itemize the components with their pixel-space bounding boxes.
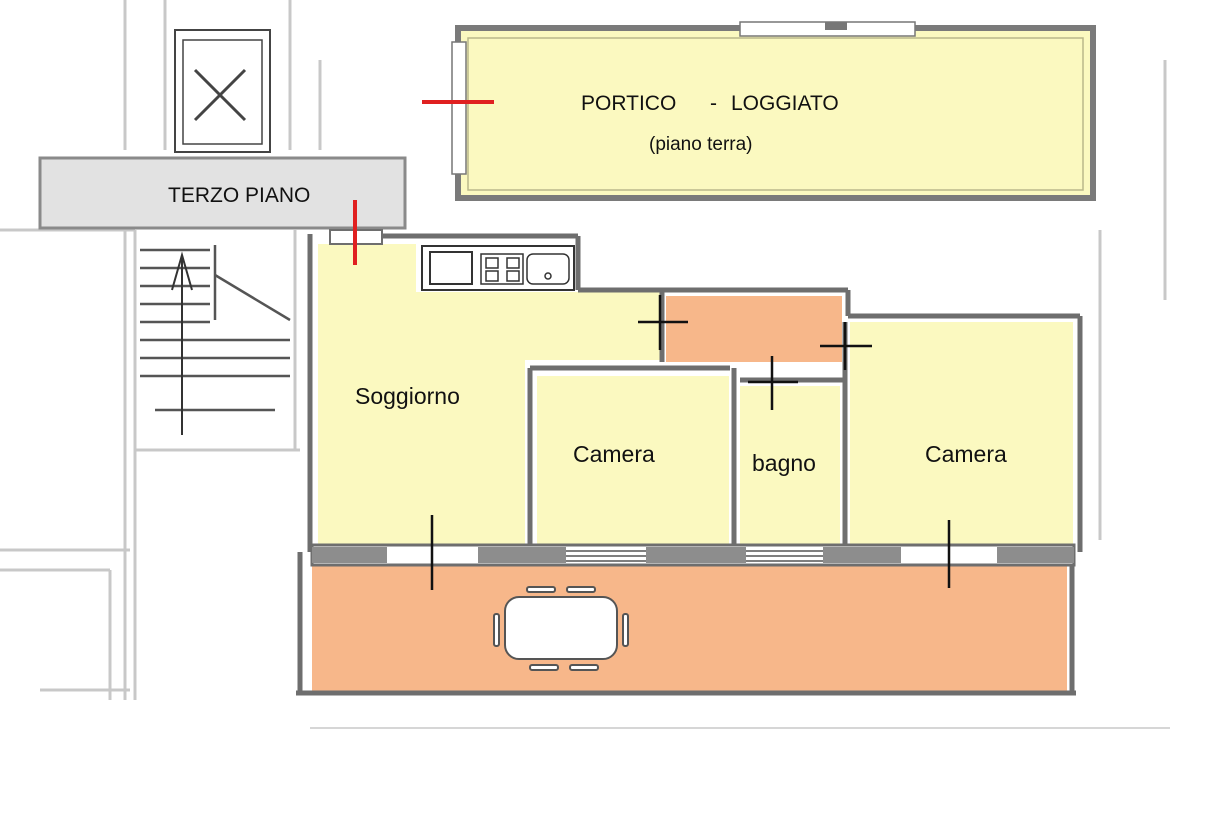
bagno-label: bagno: [752, 450, 816, 476]
camera-right-label: Camera: [925, 441, 1007, 467]
stove-icon: [480, 253, 524, 285]
kitchen-counter: [421, 245, 575, 291]
room-fills: [312, 244, 1073, 693]
dining-table-icon: [493, 586, 629, 671]
staircase: [140, 245, 291, 412]
portico-door: [451, 41, 467, 175]
facade-wall: [310, 543, 1076, 567]
kitchen-sink-icon: [429, 251, 473, 285]
background-sketch: [0, 0, 1170, 729]
stair-arrow-icon: [171, 251, 193, 435]
soggiorno-label: Soggiorno: [355, 383, 460, 409]
door-marks: [430, 295, 951, 590]
soggiorno-room: [318, 244, 660, 545]
portico-title: PORTICO: [581, 92, 676, 115]
portico-loggiato: [455, 25, 1096, 201]
terrace-area: [312, 565, 1067, 693]
bagno-room: [740, 386, 840, 545]
hallway-area: [666, 296, 842, 362]
portico-title-2: LOGGIATO: [731, 92, 839, 115]
walls: [296, 233, 1083, 696]
elevator-icon: [174, 29, 271, 153]
camera-right-room: [850, 322, 1073, 545]
portico-subtitle: (piano terra): [649, 134, 753, 155]
camera-left-room: [537, 376, 729, 545]
camera-left-label: Camera: [573, 441, 655, 467]
floor-label: TERZO PIANO: [168, 184, 310, 207]
portico-dash: -: [710, 92, 717, 115]
sink-basin-icon: [526, 253, 570, 285]
landing-terzo-piano: [38, 156, 407, 230]
